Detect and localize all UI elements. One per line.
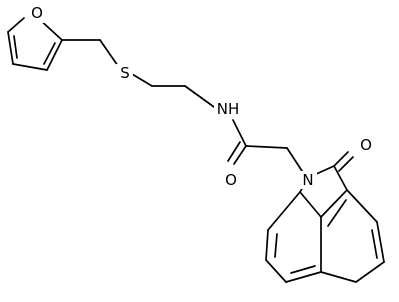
thioether-chain bbox=[61, 39, 215, 108]
lactam-nitrogen-label: N bbox=[302, 171, 313, 189]
furan-oxygen-label: O bbox=[31, 4, 43, 22]
amide-linker bbox=[227, 119, 305, 175]
amide-oxygen-label: O bbox=[225, 171, 237, 189]
furan-ring bbox=[7, 17, 63, 71]
naphthalene-system bbox=[265, 189, 385, 283]
amide-nh-label: NH bbox=[217, 100, 240, 118]
atom-labels: O S NH O N O bbox=[28, 4, 375, 189]
lactam-oxygen-label: O bbox=[360, 136, 372, 154]
sulfur-label: S bbox=[120, 64, 130, 82]
